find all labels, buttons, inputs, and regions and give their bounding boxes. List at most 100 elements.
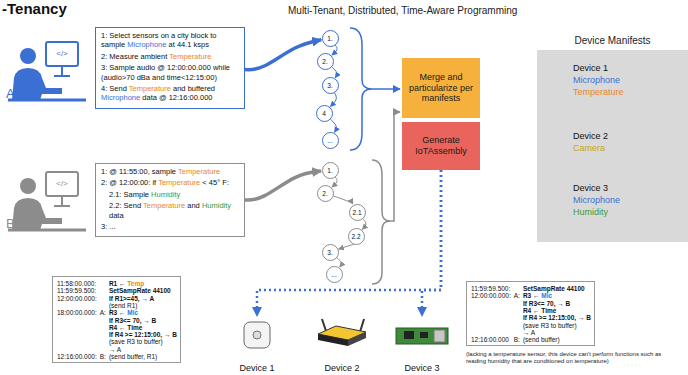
user-icon-part bbox=[8, 99, 86, 102]
program-box: 1: Select sensors on a city block to sam… bbox=[95, 27, 245, 109]
board-device-icon-part bbox=[420, 332, 428, 338]
flow-arrow bbox=[245, 40, 321, 70]
device-label: Device 1 bbox=[232, 363, 282, 373]
router-device-icon-part bbox=[322, 319, 326, 331]
code-line: (save R3 to buffer) bbox=[109, 338, 163, 345]
node-label: 1. bbox=[327, 35, 332, 42]
sensor-device-icon bbox=[244, 322, 270, 348]
code-line: If R4 >= 12:15:00, → B bbox=[523, 314, 591, 321]
code-line: 11:59:59.500: bbox=[471, 285, 510, 292]
step-circle: 2. bbox=[317, 53, 334, 70]
user-icon-part bbox=[61, 196, 63, 206]
flow-arrow bbox=[333, 196, 352, 204]
sensor-name: Humidity bbox=[573, 206, 681, 218]
code-line: (send R1) bbox=[109, 302, 138, 309]
user-icon-part bbox=[20, 178, 36, 194]
step-circle: 1. bbox=[322, 162, 339, 179]
flow-arrow bbox=[257, 170, 441, 316]
code-line: If R4 >= 12:15:00, → B bbox=[109, 331, 177, 338]
code-line: (send buffer, R1) bbox=[109, 353, 157, 360]
device: Device 3 bbox=[392, 316, 452, 373]
step-circle: 2. bbox=[317, 185, 334, 202]
merge-bracket bbox=[350, 28, 400, 150]
user-icon bbox=[8, 42, 86, 100]
merge-bracket-part bbox=[350, 28, 372, 150]
router-device-icon-part bbox=[348, 332, 366, 346]
code-line: B: bbox=[100, 353, 106, 360]
board-device-icon-part bbox=[404, 331, 414, 339]
program-step: 2: Measure ambient Temperature bbox=[101, 52, 239, 61]
device-name: Device 2 bbox=[573, 130, 681, 142]
node-label: 1. bbox=[327, 167, 332, 174]
program-step: 2: @ 12:00:00: if Temperature < 45° F: bbox=[101, 178, 239, 187]
user-letter: A bbox=[6, 86, 15, 102]
merge-bracket-part bbox=[372, 160, 390, 284]
flow-arrow bbox=[332, 45, 337, 55]
node-label: 2.1 bbox=[352, 209, 361, 216]
code-line: If R1>=45, → A bbox=[109, 295, 154, 302]
code-line: → A bbox=[523, 329, 535, 336]
router-device-icon-part bbox=[318, 334, 348, 346]
user-icon-part bbox=[46, 42, 78, 66]
device-label: Device 2 bbox=[312, 363, 372, 373]
flow-arrow bbox=[245, 171, 321, 200]
code-line: 12:00:00.000: bbox=[471, 292, 511, 299]
code-line: 12:16:00.000 bbox=[471, 336, 509, 343]
code-line: (send buffer) bbox=[523, 336, 560, 343]
code-line: SetSampRate 44100 bbox=[523, 285, 585, 292]
code-line: 11:59:59.500: bbox=[57, 287, 96, 294]
sensor-name: Temperature bbox=[573, 86, 681, 98]
node-label: ... bbox=[331, 271, 336, 278]
code-line: SetSampRate 44100 bbox=[109, 287, 171, 294]
step-circle: 2.1 bbox=[349, 204, 366, 221]
flow-arrow bbox=[362, 219, 366, 230]
sensor-device-icon-part bbox=[253, 331, 261, 339]
note-text: (lacking a temperature sensor, this devi… bbox=[466, 351, 681, 365]
user-icon-part bbox=[54, 75, 70, 77]
flow-arrow bbox=[330, 93, 336, 107]
step-circle: ... bbox=[326, 266, 343, 283]
code-line: If R3<= 70, → B bbox=[109, 317, 156, 324]
user-icon-part bbox=[12, 68, 62, 100]
node-label: ... bbox=[327, 137, 332, 144]
title-text: -Tenancy bbox=[2, 0, 67, 17]
board-device-icon bbox=[396, 328, 448, 344]
code-line: (save R3 to buffer) bbox=[523, 322, 577, 329]
device: Device 1 bbox=[232, 316, 282, 373]
device: Device 2 bbox=[312, 316, 372, 373]
program-step: 2.1: Sample Humidity bbox=[101, 190, 239, 199]
user-icon-part bbox=[61, 66, 63, 76]
code-box: 11:58:00.000:R1 ← Temp11:59:59.500:SetSa… bbox=[52, 276, 181, 363]
program-step: 3: Sample audio @ 12:00:00.000 while (au… bbox=[101, 63, 239, 82]
device-name: Device 3 bbox=[573, 182, 681, 194]
code-line: If R3<= 70, → B bbox=[523, 300, 570, 307]
code-line: R4 ← Time bbox=[523, 307, 556, 314]
board-device-icon-part bbox=[396, 328, 448, 344]
panel-heading: Device Manifests bbox=[537, 35, 688, 46]
node-label: 2. bbox=[322, 58, 327, 65]
process-box: Merge and particularize per manifests bbox=[402, 58, 480, 118]
manifest-card: Device 1MicrophoneTemperature bbox=[543, 58, 681, 116]
code-line: R3 ← Mic bbox=[109, 309, 138, 316]
code-line: 12:16:00.000: bbox=[57, 353, 97, 360]
user-icon bbox=[8, 172, 86, 230]
process-box: Generate IoTAssembly bbox=[402, 122, 480, 170]
code-line: R3 ← Mic bbox=[523, 292, 552, 299]
manifest-card: Device 3MicrophoneHumidity bbox=[543, 178, 681, 236]
step-circle: 3. bbox=[322, 244, 339, 261]
user-icon-part bbox=[8, 229, 86, 232]
user-icon-part bbox=[12, 198, 62, 230]
router-device-icon bbox=[318, 319, 366, 346]
flow-arrow bbox=[330, 119, 336, 132]
user-icon-part bbox=[46, 172, 78, 196]
node-label: Merge and particularize per manifests bbox=[406, 72, 476, 104]
node-label: 3. bbox=[327, 249, 332, 256]
flow-arrow bbox=[339, 244, 354, 249]
step-circle: ... bbox=[322, 132, 339, 149]
manifest-card: Device 2Camera bbox=[543, 126, 681, 170]
program-step: 1: @ 11:55:00, sample Temperature bbox=[101, 167, 239, 176]
flow-arrow bbox=[332, 67, 337, 78]
router-device-icon-part bbox=[360, 319, 364, 332]
user-letter: B bbox=[6, 216, 15, 232]
sensor-name: Camera bbox=[573, 142, 681, 154]
